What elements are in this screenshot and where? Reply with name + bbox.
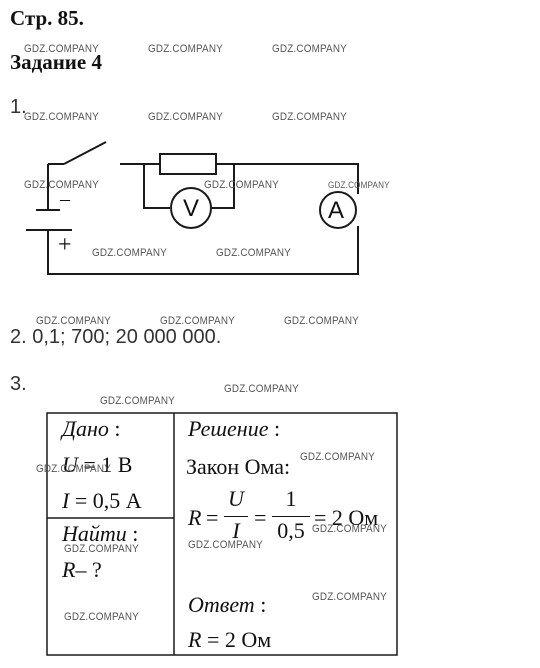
ohm-law-label: Закон Ома: <box>186 454 291 479</box>
watermark: GDZ.COMPANY <box>64 543 139 555</box>
given-heading: Дано : <box>62 416 121 441</box>
find-heading: Найти : <box>62 521 139 546</box>
circuit-diagram <box>26 141 359 275</box>
answer-heading: Ответ : <box>188 592 267 617</box>
item-2-answer: 2. 0,1; 700; 20 000 000. <box>10 326 222 348</box>
wire-top-right <box>216 163 359 194</box>
watermark: GDZ.COMPANY <box>312 591 387 603</box>
watermark: GDZ.COMPANY <box>300 451 375 463</box>
switch-blade <box>63 141 107 165</box>
battery-minus-sign: – <box>60 188 70 210</box>
item-3-number: 3. <box>10 373 27 395</box>
battery-plus-sign: + <box>58 232 72 258</box>
watermark: GDZ.COMPANY <box>64 611 139 623</box>
watermark: GDZ.COMPANY <box>284 315 359 327</box>
watermark: GDZ.COMPANY <box>24 43 99 55</box>
watermark: GDZ.COMPANY <box>36 315 111 327</box>
given-voltage: U = 1 В <box>62 452 133 477</box>
watermark: GDZ.COMPANY <box>188 539 263 551</box>
watermark: GDZ.COMPANY <box>272 111 347 123</box>
watermark: GDZ.COMPANY <box>272 43 347 55</box>
voltmeter <box>170 187 212 229</box>
watermark: GDZ.COMPANY <box>312 523 387 535</box>
voltmeter-wire-right <box>212 164 235 209</box>
table-border <box>46 412 398 656</box>
watermark: GDZ.COMPANY <box>24 111 99 123</box>
solution-heading: Решение : <box>188 416 281 441</box>
ammeter-label: A <box>328 197 345 224</box>
formula-fraction-bar-1 <box>224 516 248 517</box>
task-title: Задание 4 <box>10 50 102 74</box>
watermark: GDZ.COMPANY <box>160 315 235 327</box>
formula-numerator-u: U <box>228 486 244 511</box>
watermark: GDZ.COMPANY <box>92 247 167 259</box>
formula-numerator-one: 1 <box>285 486 297 511</box>
watermark: GDZ.COMPANY <box>224 383 299 395</box>
formula-fraction-bar-2 <box>272 516 310 517</box>
formula-denominator-i: I <box>232 518 240 543</box>
formula-result: = 2 Ом <box>314 505 379 530</box>
watermark: GDZ.COMPANY <box>148 43 223 55</box>
page-title: Стр. 85. <box>10 6 84 30</box>
watermark: GDZ.COMPANY <box>36 463 111 475</box>
wire-bottom <box>47 226 359 275</box>
formula-r-symbol: R <box>188 505 202 530</box>
watermark: GDZ.COMPANY <box>100 395 175 407</box>
watermark: GDZ.COMPANY <box>328 180 390 190</box>
watermark: GDZ.COMPANY <box>204 179 279 191</box>
find-resistance: R– ? <box>62 557 102 582</box>
watermark: GDZ.COMPANY <box>216 247 291 259</box>
answer-value: R = 2 Ом <box>188 627 272 652</box>
formula-equals-2: = <box>254 505 267 530</box>
formula-equals-1: = <box>206 505 219 530</box>
item-1-number: 1. <box>10 96 27 118</box>
given-current: I = 0,5 А <box>62 488 142 513</box>
watermark: GDZ.COMPANY <box>24 179 99 191</box>
voltmeter-label: V <box>183 195 200 222</box>
ammeter <box>319 191 357 229</box>
formula-denominator-half: 0,5 <box>277 518 305 543</box>
voltmeter-wire-left <box>143 164 170 209</box>
watermark: GDZ.COMPANY <box>148 111 223 123</box>
